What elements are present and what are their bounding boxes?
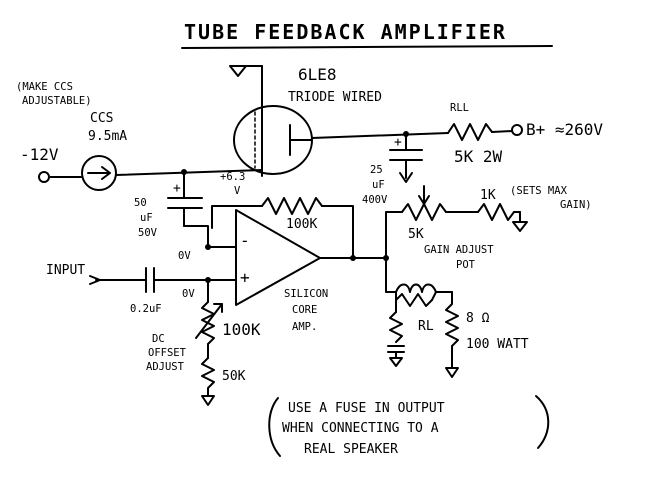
amp-minus: - — [240, 231, 250, 250]
heater-unit: V — [234, 185, 241, 197]
coupling-cap-value: 25 — [370, 164, 383, 176]
coupling-cap-polarity: + — [394, 135, 402, 150]
amp-label-line2: CORE — [292, 304, 317, 316]
zobel-resistor-icon — [389, 311, 403, 343]
ccs-label: CCS — [90, 111, 113, 126]
output-filter-resistor-icon — [395, 293, 433, 307]
tube-mode: TRIODE WIRED — [288, 90, 382, 105]
bplus-label: B+ ≈260V — [526, 120, 603, 139]
plate-resistor-icon — [447, 123, 493, 141]
ground-icon — [445, 367, 459, 378]
ccs-current: 9.5mA — [88, 129, 127, 144]
ground-icon — [229, 65, 263, 101]
amp-plus: + — [240, 268, 250, 287]
note-line3: REAL SPEAKER — [304, 442, 398, 457]
amp-label-line1: SILICON — [284, 288, 328, 300]
plate-load-ref: RLL — [450, 102, 469, 114]
ccs-note-line2: ADJUSTABLE) — [22, 95, 92, 107]
coupling-cap-unit: uF — [372, 179, 385, 191]
note-bracket-left — [268, 397, 281, 457]
gain-pot-feed — [385, 211, 403, 259]
bplus-terminal — [511, 124, 523, 136]
inverting-node-volt: 0V — [178, 250, 191, 262]
tube-name: 6LE8 — [298, 65, 337, 84]
offset-label-line2: OFFSET — [148, 347, 187, 359]
heater-voltage: +6.3 — [220, 171, 245, 183]
output-to-load-wire2 — [431, 291, 437, 301]
plate-to-bplus — [491, 130, 513, 133]
amp-label-line3: AMP. — [292, 321, 317, 333]
ccs-arrow-head-icon — [101, 166, 111, 180]
ccs-note-line1: (MAKE CCS — [16, 81, 73, 93]
note-line2: WHEN CONNECTING TO A — [282, 421, 439, 436]
offset-label-line3: ADJUST — [146, 361, 185, 373]
ground-icon — [512, 211, 528, 232]
offset-res-icon — [201, 357, 215, 397]
plate-load-value: 5K 2W — [454, 147, 503, 166]
speaker-resistor-icon — [445, 291, 459, 369]
input-label: INPUT — [46, 263, 85, 278]
output-node-dot — [350, 255, 356, 261]
gain-pot-value: 5K — [408, 227, 424, 242]
speaker-impedance: 8 Ω — [466, 311, 490, 326]
tube-6le8 — [233, 99, 313, 177]
feedback-res-value: 100K — [286, 217, 317, 232]
output-filter-coil-icon — [395, 283, 437, 293]
title-underline — [181, 45, 553, 49]
gain-pot-wiper-icon — [418, 195, 430, 205]
bias-cap-unit: uF — [140, 212, 153, 224]
ground-icon — [201, 395, 215, 406]
bias-cap-to-amp — [183, 225, 237, 248]
feedback-wire-right — [321, 205, 354, 259]
note-bracket-right — [535, 395, 550, 449]
offset-pot-arrow-line — [195, 303, 223, 339]
feedback-resistor-icon — [261, 197, 323, 215]
coupling-cap-voltage: 400V — [362, 194, 388, 206]
gain-limit-note-line1: (SETS MAX — [510, 185, 568, 197]
output-down-wire — [385, 257, 397, 293]
supply-terminal — [38, 171, 50, 183]
gain-limit-resistor-icon — [477, 203, 515, 221]
amp-triangle — [235, 209, 321, 306]
bias-node-dot — [205, 244, 211, 250]
plate-wire — [311, 132, 449, 139]
ccs-source-icon — [81, 155, 117, 191]
coupling-cap-arrow-icon — [399, 172, 413, 183]
load-ref: RL — [418, 319, 434, 334]
gain-limit-note-line2: GAIN) — [560, 199, 592, 211]
gain-pot-label-line2: POT — [456, 259, 476, 271]
bias-cap-polarity: + — [173, 181, 181, 196]
gain-limit-value: 1K — [480, 188, 496, 203]
bias-cap-voltage: 50V — [138, 227, 158, 239]
bias-cap-value: 50 — [134, 197, 147, 209]
offset-label-line1: DC — [152, 333, 165, 345]
offset-pot-arrow-icon — [213, 303, 223, 313]
diagram-title: TUBE FEEDBACK AMPLIFIER — [184, 20, 507, 44]
offset-res-value: 50K — [222, 369, 246, 384]
gain-pot-icon — [401, 203, 447, 221]
note-line1: USE A FUSE IN OUTPUT — [288, 401, 445, 416]
ccs-wire-out — [115, 169, 263, 176]
gain-pot-label-line1: GAIN ADJUST — [424, 244, 494, 256]
speaker-power: 100 WATT — [466, 337, 529, 352]
offset-pot-value: 100K — [222, 320, 261, 339]
ccs-supply: -12V — [20, 145, 59, 164]
input-node-volt: 0V — [182, 288, 195, 300]
input-cap-value: 0.2uF — [130, 303, 162, 315]
feedback-wire-left — [211, 205, 263, 229]
ground-icon — [389, 351, 403, 367]
